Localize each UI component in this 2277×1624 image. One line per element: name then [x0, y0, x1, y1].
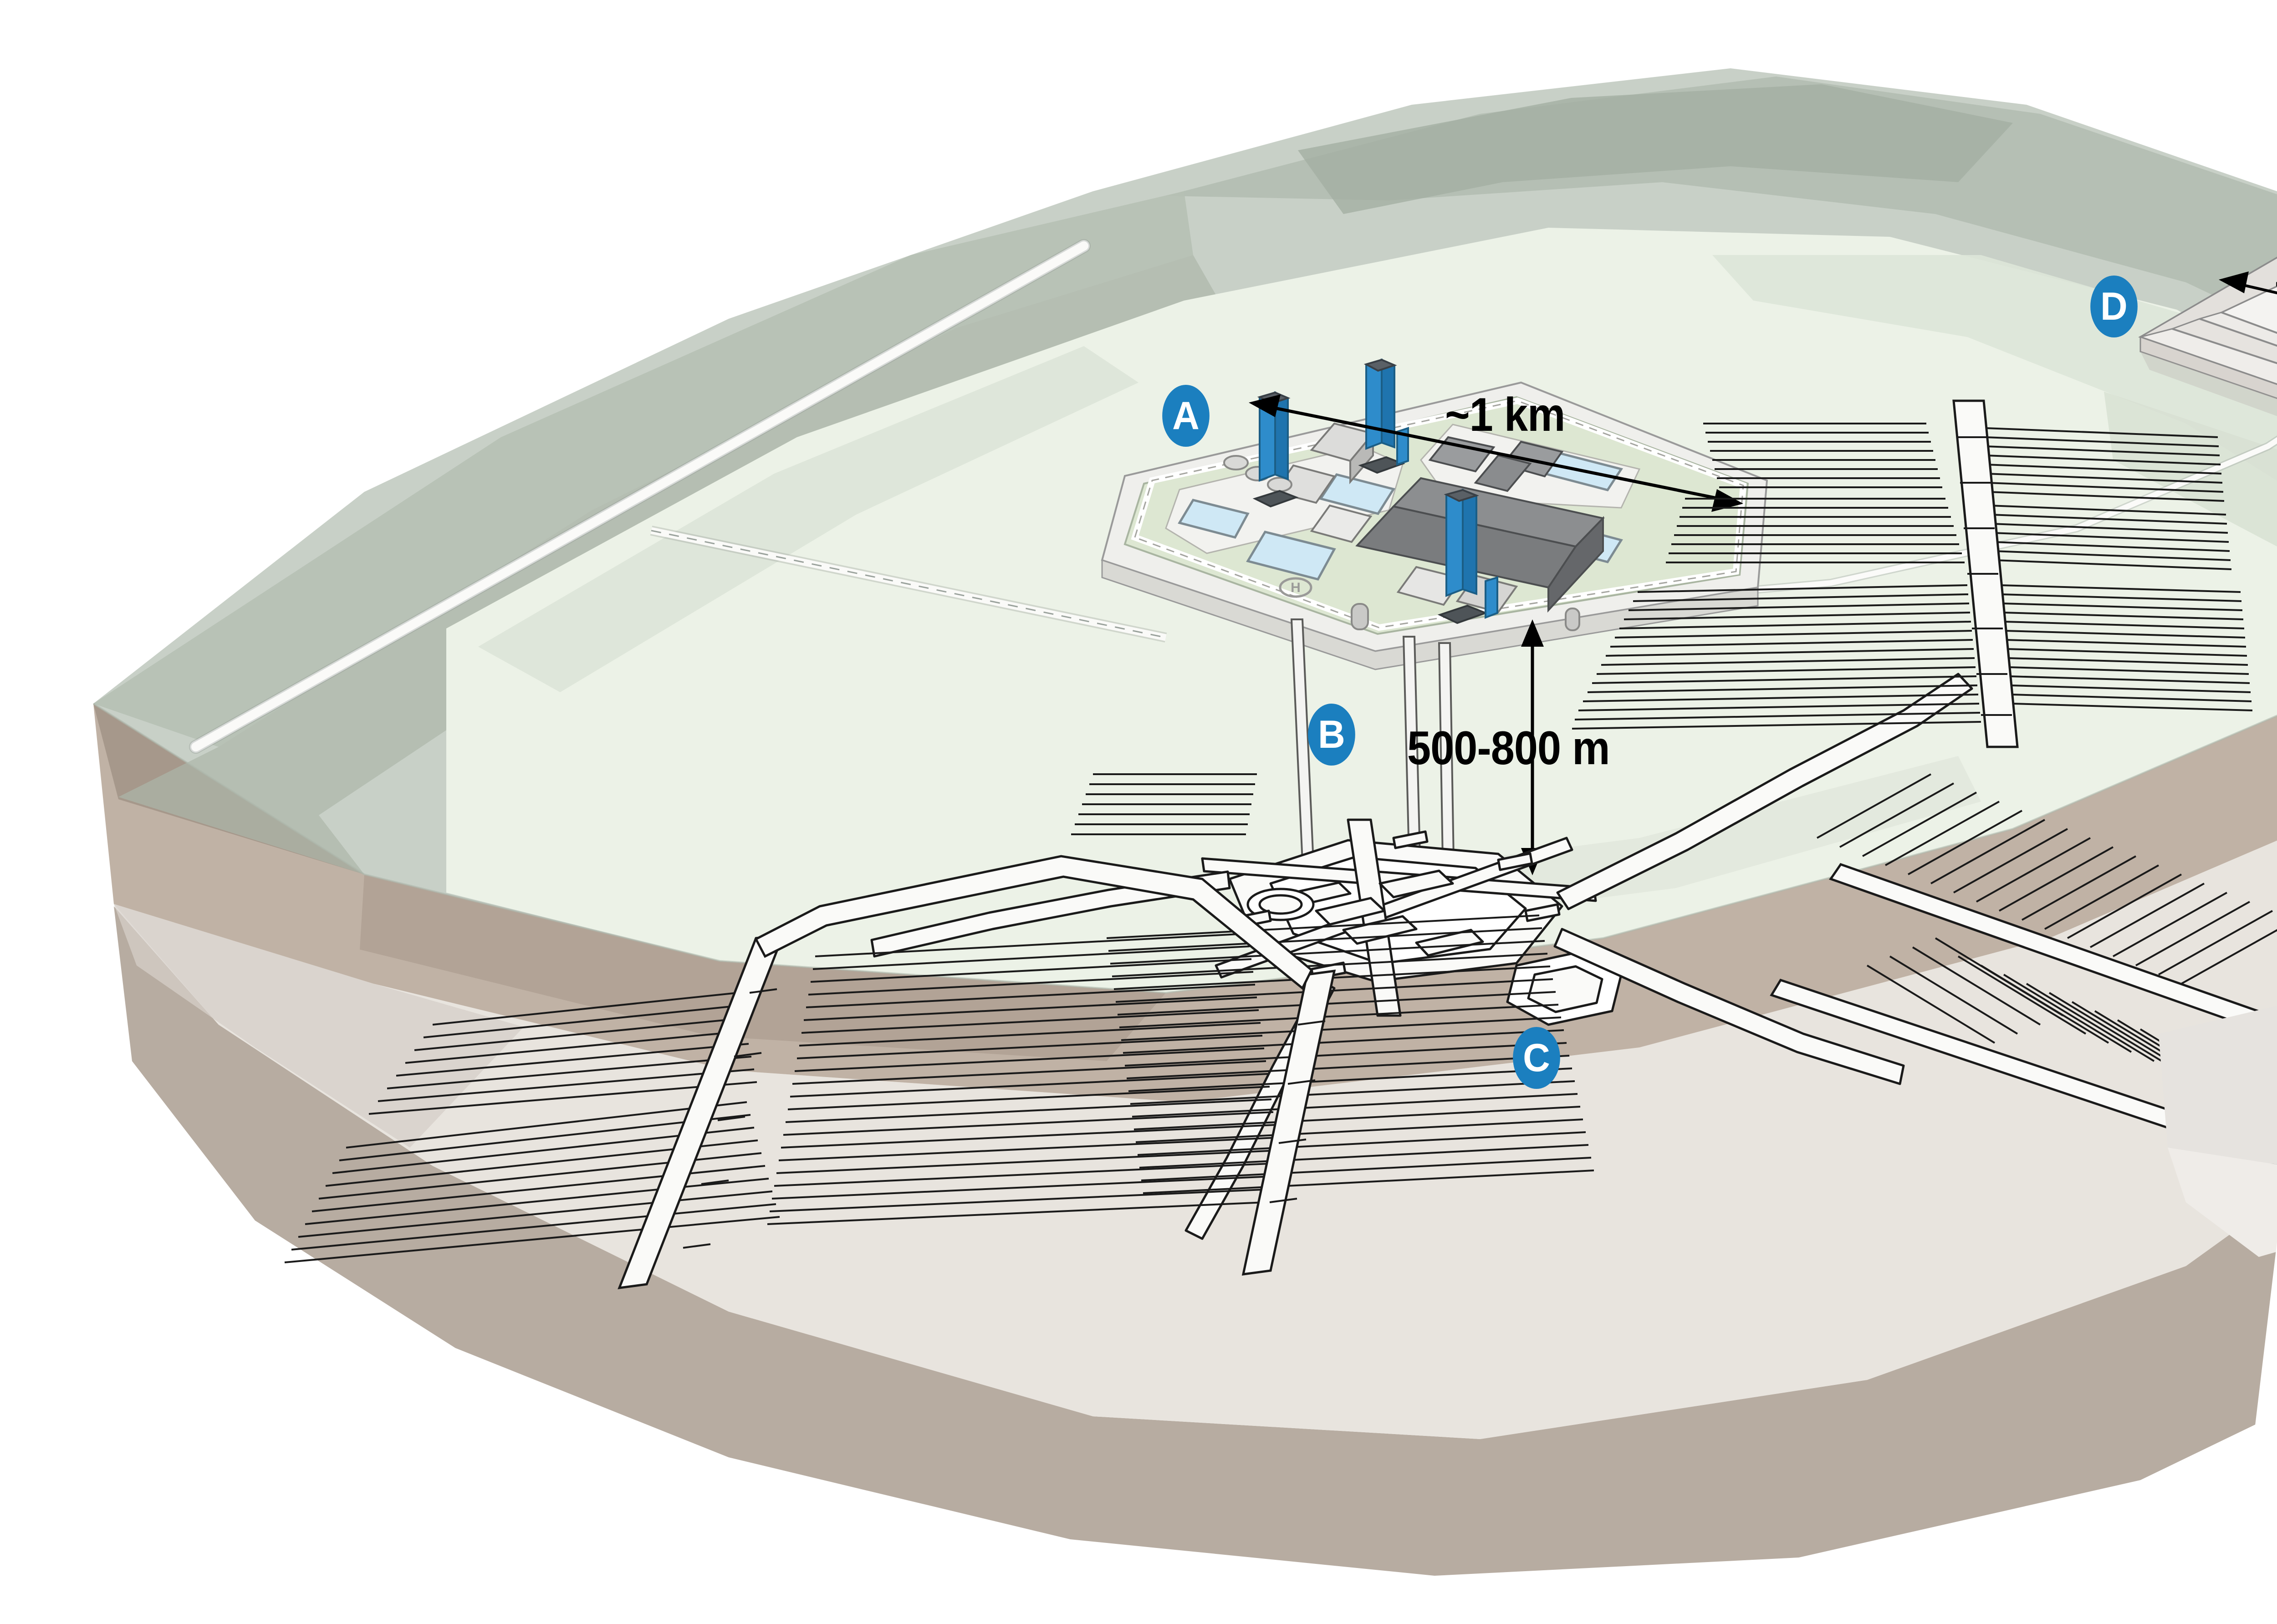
main-building-face-1	[1547, 516, 1604, 613]
surface-width-dimension-arrow	[1249, 394, 1743, 512]
dimension-label-rock-pile-width: ~500 m	[2275, 260, 2277, 307]
plain-shadow-b	[478, 346, 1138, 692]
building-annex-a	[1428, 436, 1496, 473]
bedrock-base-slab	[114, 906, 2277, 1576]
pond-2	[1246, 531, 1336, 581]
rock-pile-base-pad-edge	[2139, 336, 2277, 399]
building-annex-c	[1474, 454, 1532, 492]
headframe-1-base	[1252, 490, 1299, 508]
silo-1	[1351, 603, 1369, 630]
building-light-2	[1310, 504, 1373, 543]
legend-banner-fold-shade-2	[2168, 1148, 2277, 1257]
pond-3	[1318, 473, 1395, 515]
map-marker-b[interactable]: B	[1308, 704, 1355, 766]
svg-text:H: H	[1291, 580, 1301, 595]
ne-rooms-lower-left	[1572, 584, 1981, 730]
se-rooms-upper	[1817, 773, 2277, 985]
headframe-aux	[1485, 576, 1498, 619]
ramp-southeast	[1553, 928, 1905, 1085]
legend-banner-white-2	[2231, 1242, 2277, 1624]
access-road-main-fill	[191, 241, 1088, 751]
surface-apron-edge	[1101, 559, 1759, 670]
terrain-block	[92, 68, 2277, 1576]
terrain-shade-left-band	[93, 191, 1193, 747]
map-marker-c[interactable]: C	[1513, 1027, 1560, 1089]
ramp-northeast	[1556, 673, 1973, 910]
csa-stub-1	[1497, 852, 1533, 871]
headframe-3-cap	[1444, 489, 1479, 502]
bedrock-shadow-wedge	[114, 904, 524, 1148]
helipad: H	[1279, 577, 1312, 598]
map-marker-d[interactable]: D	[2090, 276, 2138, 337]
pond-1	[1178, 499, 1250, 539]
se-central-tunnel-2	[1829, 863, 2277, 1038]
csa-loop-right-inner	[1527, 965, 1603, 1013]
access-road-branch-dash	[651, 530, 1166, 638]
road-to-rock-area-fill	[1575, 437, 2277, 608]
service-tunnels-near-csa	[1071, 773, 1257, 835]
rock-pile-shadow	[2140, 352, 2277, 416]
headframe-2-cap	[1363, 358, 1397, 372]
legend-banner	[2159, 1006, 2277, 1624]
silo-2	[1565, 608, 1580, 631]
headframe-3-shaft	[1445, 489, 1464, 597]
csa-loop-left-inner	[1258, 894, 1303, 915]
access-road-network	[189, 239, 2277, 754]
se-central-tunnel	[1770, 978, 2277, 1166]
plain-shadow-c	[2104, 392, 2277, 546]
sw-panel-far-left-upper	[368, 992, 757, 1115]
legend-banner-fold-shade	[2159, 1006, 2277, 1164]
headframe-aux-2	[1396, 427, 1409, 466]
headframe-2-side	[1381, 358, 1395, 449]
dimension-label-repository-depth: 500-800 m	[1407, 722, 1610, 775]
rock-pile-width-dimension-arrow	[2219, 271, 2277, 295]
terrain-shadow-lobe	[1298, 84, 2013, 214]
sw-tunnel-right	[1241, 970, 1336, 1276]
csa-chamber-3	[1378, 869, 1454, 899]
sw-collector-tunnel	[754, 855, 1313, 990]
csa-chamber-1	[1315, 897, 1386, 926]
headframe-3-side	[1462, 489, 1477, 595]
ne-rooms-upper-left	[1666, 423, 1965, 563]
sw-panel-left-center	[767, 933, 1287, 1225]
placement-rooms-ne	[1572, 399, 2253, 748]
shaft-headframes	[1252, 358, 1498, 624]
map-marker-a[interactable]: A	[1162, 385, 1210, 447]
surface-facilities: H	[1101, 358, 1768, 670]
central-services-area	[1201, 818, 1623, 1026]
csa-stub-2	[1524, 903, 1561, 922]
ne-rooms-upper-right	[1985, 427, 2232, 570]
csa-stub-5	[1392, 830, 1429, 849]
headframe-2-shaft	[1365, 358, 1383, 450]
surface-perimeter-road-dash	[1134, 400, 1744, 628]
tank-1	[1223, 455, 1249, 470]
ne-rooms-lower-right	[2000, 584, 2253, 711]
csa-chamber-5	[1415, 929, 1484, 957]
dimension-label-surface-width: ~1 km	[1445, 388, 1565, 441]
placement-rooms-sw	[284, 855, 1594, 1290]
surface-tanks	[1223, 455, 1580, 631]
